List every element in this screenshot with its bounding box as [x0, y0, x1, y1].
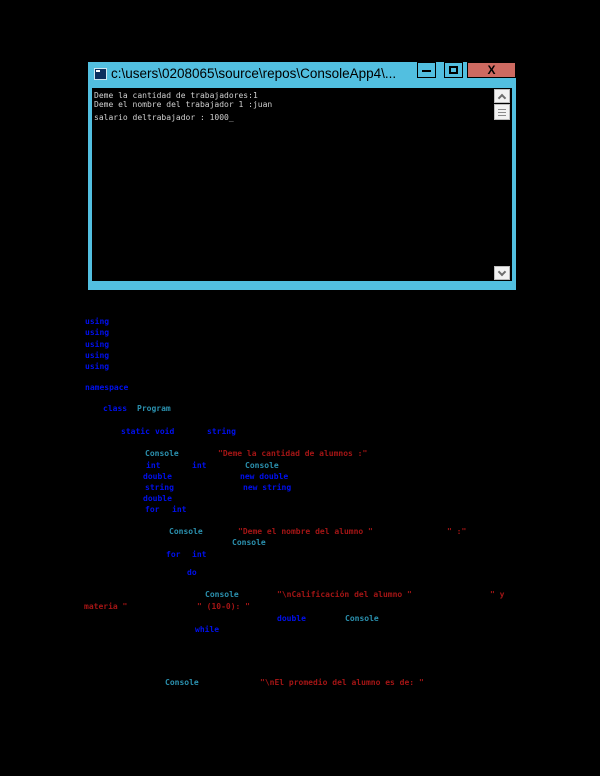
code-token: using [85, 362, 110, 371]
code-token: " :" [447, 527, 467, 536]
code-token: static [121, 427, 150, 436]
code-token: class [103, 404, 128, 413]
maximize-button[interactable] [444, 62, 463, 78]
minimize-icon [422, 70, 431, 72]
window-title: c:\users\0208065\source\repos\ConsoleApp… [111, 66, 397, 81]
code-token: Console [205, 590, 239, 599]
window-titlebar[interactable]: c:\users\0208065\source\repos\ConsoleApp… [88, 62, 516, 88]
code-token: " (10-0): " [197, 602, 250, 611]
code-token: int [192, 550, 207, 559]
code-token: do [187, 568, 197, 577]
code-token: "Deme el nombre del alumno " [238, 527, 373, 536]
code-token: Console [232, 538, 266, 547]
console-scrollbar[interactable] [494, 88, 510, 281]
console-app-icon [94, 68, 107, 80]
code-token: Program [137, 404, 171, 413]
close-button[interactable]: X [467, 62, 516, 78]
minimize-button[interactable] [417, 62, 436, 78]
scroll-up-button[interactable] [494, 89, 510, 103]
code-token: "\nCalificación del alumno " [277, 590, 412, 599]
code-token: using [85, 340, 110, 349]
code-token: string [207, 427, 236, 436]
code-token: " y [490, 590, 505, 599]
code-token: string [145, 483, 174, 492]
code-token: Console [169, 527, 203, 536]
code-token: double [143, 494, 172, 503]
code-token: for [166, 550, 181, 559]
code-token: materia " [84, 602, 128, 611]
console-line: salario deltrabajador : 1000_ [94, 113, 234, 122]
console-window: c:\users\0208065\source\repos\ConsoleApp… [88, 62, 516, 290]
code-token: using [85, 328, 110, 337]
console-line: Deme la cantidad de trabajadores:1 [94, 91, 258, 100]
code-token: new double [240, 472, 289, 481]
code-token: while [195, 625, 220, 634]
code-token: Console [165, 678, 199, 687]
scroll-thumb[interactable] [494, 104, 510, 120]
code-token: using [85, 317, 110, 326]
scroll-down-button[interactable] [494, 266, 510, 280]
code-token: int [192, 461, 207, 470]
code-token: namespace [85, 383, 129, 392]
code-token: "Deme la cantidad de alumnos :" [218, 449, 368, 458]
code-token: Console [145, 449, 179, 458]
code-token: Console [345, 614, 379, 623]
code-token: new string [243, 483, 292, 492]
code-token: void [155, 427, 175, 436]
code-token: "\nEl promedio del alumno es de: " [260, 678, 424, 687]
maximize-icon [449, 66, 458, 74]
code-token: for [145, 505, 160, 514]
console-line: Deme el nombre del trabajador 1 :juan [94, 100, 273, 109]
code-token: double [277, 614, 306, 623]
code-token: int [172, 505, 187, 514]
code-token: Console [245, 461, 279, 470]
code-token: double [143, 472, 172, 481]
code-token: int [146, 461, 161, 470]
thumb-grip-icon [498, 109, 506, 116]
code-token: using [85, 351, 110, 360]
